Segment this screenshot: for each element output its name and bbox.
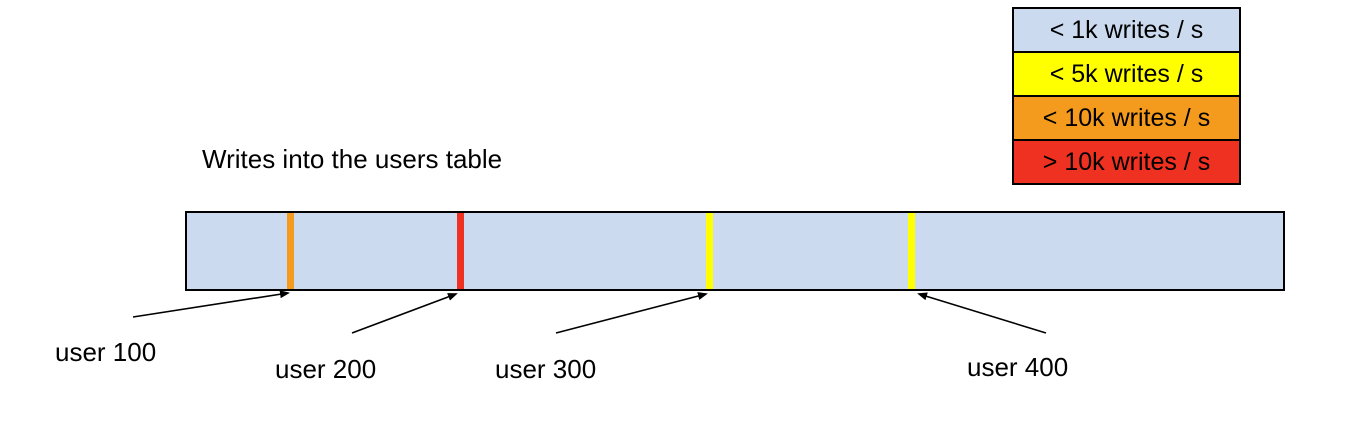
write-marker-user-300	[705, 213, 713, 289]
legend-row-lt-1k: < 1k writes / s	[1012, 7, 1241, 53]
callout-label-user-100: user 100	[55, 337, 157, 367]
users-table-bar	[185, 211, 1285, 291]
write-marker-user-100	[287, 213, 295, 289]
arrow-user-200	[351, 293, 458, 334]
legend-row-gt-10k: > 10k writes / s	[1012, 139, 1241, 185]
diagram-title: Writes into the users table	[202, 144, 503, 174]
arrow-user-100	[132, 290, 290, 318]
legend-label: < 10k writes / s	[1042, 103, 1211, 132]
legend-label: > 10k writes / s	[1042, 147, 1211, 176]
legend-label: < 5k writes / s	[1049, 59, 1204, 88]
callout-label-user-200: user 200	[275, 354, 377, 384]
legend: < 1k writes / s < 5k writes / s < 10k wr…	[1012, 7, 1241, 185]
callout-label-user-300: user 300	[495, 354, 597, 384]
legend-label: < 1k writes / s	[1049, 15, 1204, 44]
legend-row-lt-10k: < 10k writes / s	[1012, 95, 1241, 141]
callout-label-user-400: user 400	[967, 352, 1069, 382]
arrow-user-300	[555, 292, 708, 334]
write-marker-user-200	[456, 213, 464, 289]
legend-row-lt-5k: < 5k writes / s	[1012, 51, 1241, 97]
write-marker-user-400	[908, 213, 916, 289]
arrow-user-400	[917, 292, 1047, 334]
